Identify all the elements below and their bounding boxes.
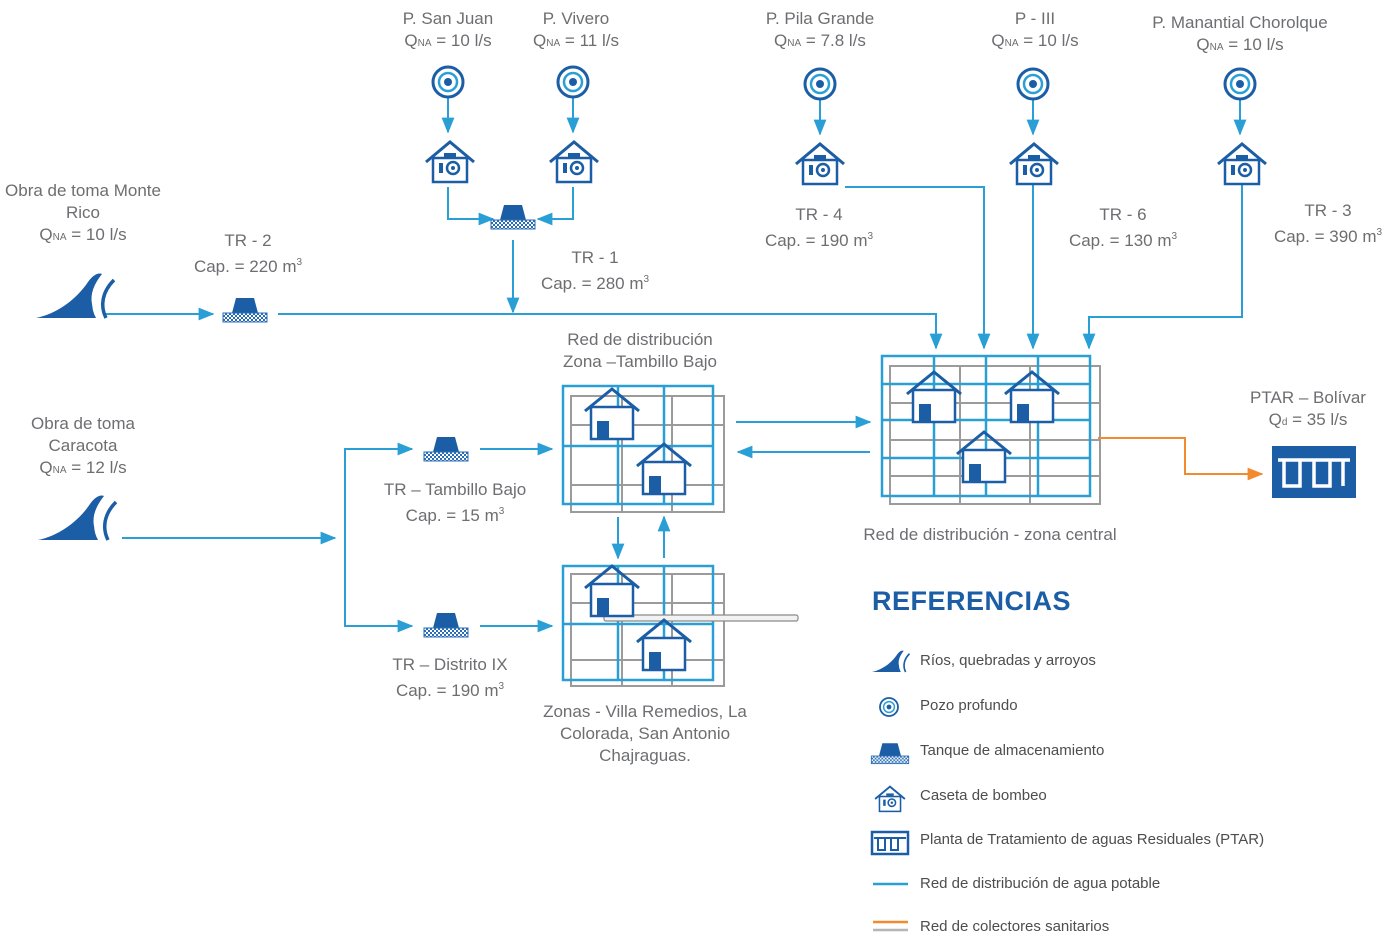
tank-label-distrito-ix: TR – Distrito IX Cap. = 190 m3 <box>392 655 508 700</box>
well-flow: QNA = 10 l/s <box>991 31 1079 50</box>
pump-house-icon <box>1216 142 1268 186</box>
well-flow: QNA = 11 l/s <box>533 31 619 50</box>
zone-label-central: Red de distribución - zona central <box>863 525 1117 544</box>
deep-well-icon <box>556 65 590 99</box>
well-name: P. Pila Grande <box>765 9 875 28</box>
legend-item-storage-tank: Tanque de almacenamiento <box>920 742 1105 759</box>
sewer-line <box>1098 437 1264 481</box>
well-name: P - III <box>1014 9 1056 28</box>
house-icon <box>1003 370 1061 424</box>
deep-well-icon <box>1223 67 1257 101</box>
well-label-vivero: P. Vivero QNA = 11 l/s <box>516 8 636 55</box>
storage-tank-icon <box>222 297 268 323</box>
well-flow: QNA = 10 l/s <box>404 31 492 50</box>
intake-label-caracota: Obra de toma Caracota QNA = 12 l/s <box>31 414 135 477</box>
flow-arrow <box>845 186 991 350</box>
legend-item-sewer-network: Red de colectores sanitarios <box>920 918 1110 935</box>
flow-arrow <box>1082 185 1243 350</box>
storage-tank-icon <box>423 436 469 462</box>
intake-label-monte-rico: Obra de toma Monte Rico QNA = 10 l/s <box>5 181 161 244</box>
well-label-san-juan: P. San Juan QNA = 10 l/s <box>384 8 512 55</box>
well-name: P. Vivero <box>542 9 610 28</box>
flow-arrow <box>344 442 414 624</box>
deep-well-icon <box>803 67 837 101</box>
flow-arrow <box>536 187 574 226</box>
tank-label-tambillo-bajo: TR – Tambillo Bajo Cap. = 15 m3 <box>383 480 527 525</box>
legend-item-deep-well: Pozo profundo <box>920 697 1018 714</box>
legend-storage-tank-icon <box>870 742 910 765</box>
legend-pump-house-icon <box>874 785 906 813</box>
tank-label-tr1: TR - 1 Cap. = 280 m3 <box>540 248 650 293</box>
well-flow: QNA = 7.8 l/s <box>774 31 866 50</box>
zone-label-tambillo: Red de distribución Zona –Tambillo Bajo <box>562 330 718 371</box>
legend-item-treatment-plant: Planta de Tratamiento de aguas Residuale… <box>920 831 1265 848</box>
well-flow: QNA = 10 l/s <box>1196 35 1284 54</box>
pump-house-icon <box>548 140 600 184</box>
flow-arrow <box>344 540 414 633</box>
flow-arrow <box>278 313 943 350</box>
tank-label-tr6: TR - 6 Cap. = 130 m3 <box>1068 205 1178 250</box>
legend-treatment-plant-icon <box>870 830 910 856</box>
legend-deep-well-icon <box>879 697 899 717</box>
treatment-plant-icon <box>1272 446 1356 498</box>
well-label-manantial-chorolque: P. Manantial Chorolque QNA = 10 l/s <box>1145 12 1335 59</box>
tank-label-tr2: TR - 2 Cap. = 220 m3 <box>193 231 303 276</box>
deep-well-icon <box>431 65 465 99</box>
ptar-label: PTAR – Bolívar Qd = 35 l/s <box>1250 388 1366 429</box>
pump-house-icon <box>794 142 846 186</box>
deep-well-icon <box>1016 67 1050 101</box>
storage-tank-icon <box>423 612 469 638</box>
river-icon <box>34 271 116 320</box>
tank-label-tr4: TR - 4 Cap. = 190 m3 <box>764 205 874 250</box>
well-name: P. Manantial Chorolque <box>1152 13 1328 32</box>
well-label-pila-grande: P. Pila Grande QNA = 7.8 l/s <box>750 8 890 55</box>
well-label-p-iii: P - III QNA = 10 l/s <box>970 8 1100 55</box>
legend-title: REFERENCIAS <box>872 586 1072 616</box>
legend-item-water-network: Red de distribución de agua potable <box>920 875 1161 892</box>
flow-arrow <box>447 187 495 226</box>
legend-river-icon <box>871 649 911 673</box>
pump-house-icon <box>424 140 476 184</box>
pump-house-icon <box>1008 142 1060 186</box>
tank-label-tr3: TR - 3 Cap. = 390 m3 <box>1273 201 1383 246</box>
water-lines <box>105 98 1247 633</box>
well-name: P. San Juan <box>402 9 494 28</box>
storage-tank-icon <box>490 204 536 230</box>
river-icon <box>36 493 118 542</box>
zone-label-villa-remedios: Zonas - Villa Remedios, La Colorada, San… <box>543 702 747 765</box>
legend-item-pump-house: Caseta de bombeo <box>920 787 1047 804</box>
legend-item-rivers: Ríos, quebradas y arroyos <box>920 652 1096 669</box>
